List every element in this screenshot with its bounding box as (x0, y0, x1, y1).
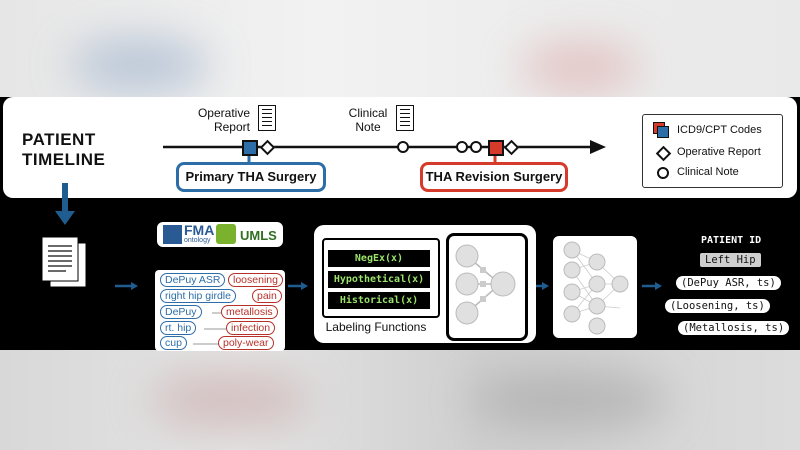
clinical-note-marker-icon (397, 141, 409, 153)
timeline-title: PATIENT TIMELINE (22, 130, 105, 170)
entity-complication: poly-wear (218, 336, 274, 350)
document-stack-icon (41, 236, 87, 288)
lf-historical: Historical(x) (328, 292, 430, 309)
entity-complication: metallosis (221, 305, 278, 319)
legend-clinical-label: Clinical Note (677, 166, 739, 178)
entity-complication: pain (252, 289, 282, 303)
left-hip-tag: Left Hip (700, 253, 761, 267)
revision-surgery-box: THA Revision Surgery (420, 162, 568, 192)
primary-surgery-box: Primary THA Surgery (176, 162, 326, 192)
timeline-arrowhead (590, 140, 606, 154)
patient-id-header: PATIENT ID (701, 235, 762, 246)
background-blur (70, 40, 210, 90)
clinical-note-marker-icon (456, 141, 468, 153)
background-blur (520, 45, 640, 90)
umls-logo-text: UMLS (240, 228, 277, 243)
output-tuple-loosening: (Loosening, ts) (665, 299, 770, 313)
operative-report-doc-icon (258, 105, 276, 131)
clinical-note-label: Clinical Note (348, 106, 388, 134)
operative-report-label: Operative Report (197, 106, 250, 134)
output-tuple-implant: (DePuy ASR, ts) (676, 276, 781, 290)
legend-circle-icon (657, 167, 669, 179)
fma-logo-text: FMA (184, 222, 215, 238)
primary-surgery-label: Primary THA Surgery (185, 169, 317, 184)
code-marker-icon (242, 140, 258, 156)
entity-anatomy: right hip girdle (160, 289, 236, 303)
legend-code-icon (657, 126, 669, 138)
entity-implant: DePuy (160, 305, 202, 319)
legend-operative-label: Operative Report (677, 146, 761, 158)
output-tuple-metallosis: (Metallosis, ts) (678, 321, 790, 335)
lf-negex: NegEx(x) (328, 250, 430, 267)
revision-surgery-label: THA Revision Surgery (425, 169, 563, 184)
fma-logo-subtext: ontology (184, 237, 211, 244)
down-arrow-head (55, 211, 75, 225)
fma-logo-icon (163, 225, 182, 244)
labeling-functions-caption: Labeling Functions (325, 320, 427, 334)
legend-codes-label: ICD9/CPT Codes (677, 124, 762, 136)
down-arrow-shaft (62, 183, 68, 213)
umls-logo-icon (216, 224, 236, 244)
entity-anatomy: rt. hip (160, 321, 197, 335)
entity-complication: infection (226, 321, 276, 335)
legend: ICD9/CPT Codes Operative Report Clinical… (642, 114, 783, 188)
title-line-2: TIMELINE (22, 150, 106, 169)
entity-anatomy: cup (160, 336, 187, 350)
background-blur (150, 370, 310, 430)
clinical-note-marker-icon (470, 141, 482, 153)
background-blur (470, 370, 670, 430)
entity-complication: loosening (228, 273, 283, 287)
clinical-note-doc-icon (396, 105, 414, 131)
code-marker-icon (488, 140, 504, 156)
entity-implant: DePuy ASR (160, 273, 226, 287)
title-line-1: PATIENT (22, 130, 96, 149)
lf-hypothetical: Hypothetical(x) (328, 271, 430, 288)
